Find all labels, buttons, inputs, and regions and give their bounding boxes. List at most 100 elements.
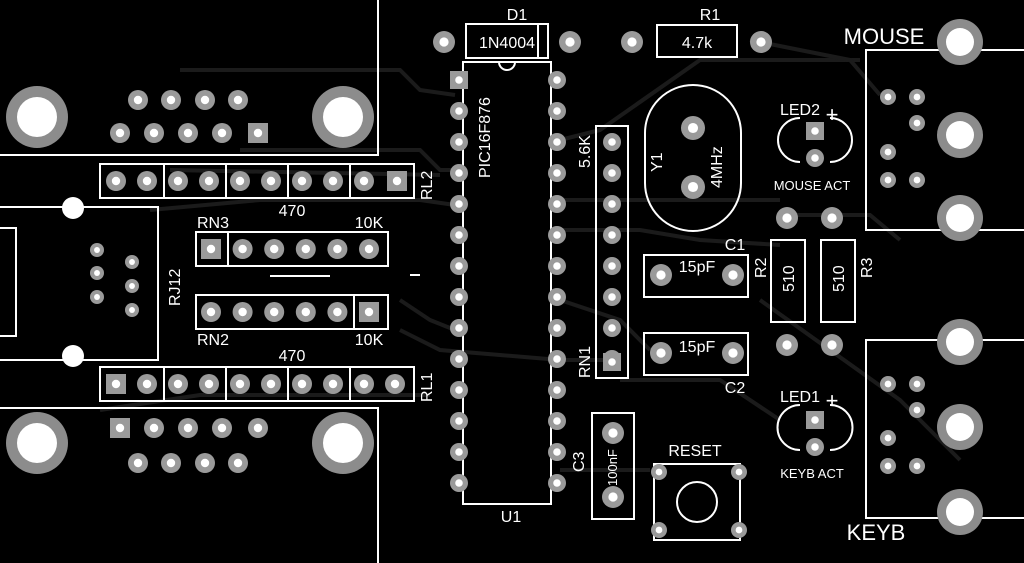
label-keyb-act: KEYB ACT — [780, 466, 844, 481]
label-c3: C3 — [571, 451, 588, 472]
label-d1: D1 — [507, 7, 528, 24]
pad-hole — [200, 458, 210, 468]
pad-hole — [553, 169, 561, 177]
pad-hole — [390, 379, 400, 389]
pad-hole — [455, 479, 463, 487]
pad-hole — [142, 379, 152, 389]
pad-hole — [204, 379, 214, 389]
pad-hole — [655, 526, 663, 534]
label-r2: R2 — [753, 257, 770, 278]
pad-hole — [655, 468, 663, 476]
pad-hole — [884, 176, 892, 184]
pad-hole — [608, 262, 616, 270]
pad-hole — [133, 458, 143, 468]
label-rn3: RN3 — [197, 215, 229, 232]
pad-hole — [627, 37, 637, 47]
pad-hole — [270, 307, 279, 317]
pad-hole — [364, 307, 374, 317]
pad-hole — [455, 417, 463, 425]
pad-hole — [233, 458, 243, 468]
pad-hole — [553, 200, 561, 208]
pad-hole — [206, 244, 216, 254]
pad-hole — [129, 307, 135, 313]
pad-hole — [333, 244, 342, 254]
pad-hole — [782, 213, 792, 223]
pad-hole — [608, 428, 618, 438]
pad-hole — [455, 386, 463, 394]
label-u1: U1 — [501, 509, 522, 526]
pads — [90, 31, 925, 538]
label-rn3-value: 10K — [355, 215, 384, 232]
pad-hole — [94, 247, 100, 253]
label-rj12: RJ12 — [167, 269, 184, 306]
pad-hole — [553, 138, 561, 146]
pad-hole — [608, 231, 616, 239]
label-led1-plus: + — [826, 388, 839, 413]
pad-hole — [553, 76, 561, 84]
pad-hole — [297, 379, 307, 389]
pad-hole — [111, 379, 121, 389]
pad-hole — [455, 448, 463, 456]
pad-hole — [608, 200, 616, 208]
pad-hole — [827, 213, 837, 223]
pad-hole — [94, 270, 100, 276]
pad-hole — [200, 95, 210, 105]
pad-hole — [913, 406, 921, 414]
label-rl1-value: 470 — [279, 348, 306, 365]
pad-hole — [455, 262, 463, 270]
label-r2-value: 510 — [781, 265, 798, 292]
label-rl1: RL1 — [419, 373, 436, 402]
pad-hole — [149, 128, 159, 138]
label-c1-value: 15pF — [679, 259, 716, 276]
label-r1: R1 — [700, 7, 721, 24]
pad-hole — [149, 423, 159, 433]
pad-hole — [115, 128, 125, 138]
pad-hole — [235, 379, 245, 389]
pad-hole — [565, 37, 575, 47]
pad-hole — [455, 107, 463, 115]
pad-hole — [553, 231, 561, 239]
label-c1: C1 — [725, 237, 746, 254]
pad-hole — [297, 176, 307, 186]
pad-hole — [913, 93, 921, 101]
pad-hole — [455, 324, 463, 332]
pad-hole — [364, 244, 374, 254]
pad-hole — [884, 93, 892, 101]
label-y1: Y1 — [649, 152, 666, 172]
pad-hole — [913, 462, 921, 470]
pad-hole — [913, 380, 921, 388]
pad-hole — [266, 176, 276, 186]
label-c2: C2 — [725, 380, 746, 397]
label-c3-value: 100nF — [605, 449, 620, 486]
pad-hole — [328, 379, 338, 389]
mounting-holes — [6, 19, 983, 535]
pad-hole — [206, 307, 216, 317]
pad-hole — [687, 122, 699, 134]
pad-hole — [728, 270, 738, 280]
pad-hole — [129, 259, 135, 265]
pad-hole — [266, 379, 276, 389]
pad-hole — [553, 262, 561, 270]
pad-hole — [359, 379, 369, 389]
pad-hole — [173, 379, 183, 389]
pad-hole — [884, 380, 892, 388]
pad-hole — [728, 348, 738, 358]
pad-hole — [811, 154, 819, 162]
pad-hole — [782, 340, 792, 350]
pad-hole — [553, 355, 561, 363]
pad-hole — [687, 181, 699, 193]
pad-hole — [913, 119, 921, 127]
pad-hole — [166, 95, 176, 105]
pad-hole — [301, 307, 310, 317]
pad-hole — [455, 169, 463, 177]
pad-hole — [235, 176, 245, 186]
label-r1-value: 4.7k — [682, 35, 713, 52]
pad-hole — [811, 127, 819, 135]
label-mcu: PIC16F876 — [477, 97, 494, 178]
pad-hole — [133, 95, 143, 105]
pad-hole — [183, 128, 193, 138]
pad-hole — [455, 355, 463, 363]
pad-hole — [553, 324, 561, 332]
pad-hole — [270, 244, 279, 254]
pad-hole — [608, 324, 616, 332]
